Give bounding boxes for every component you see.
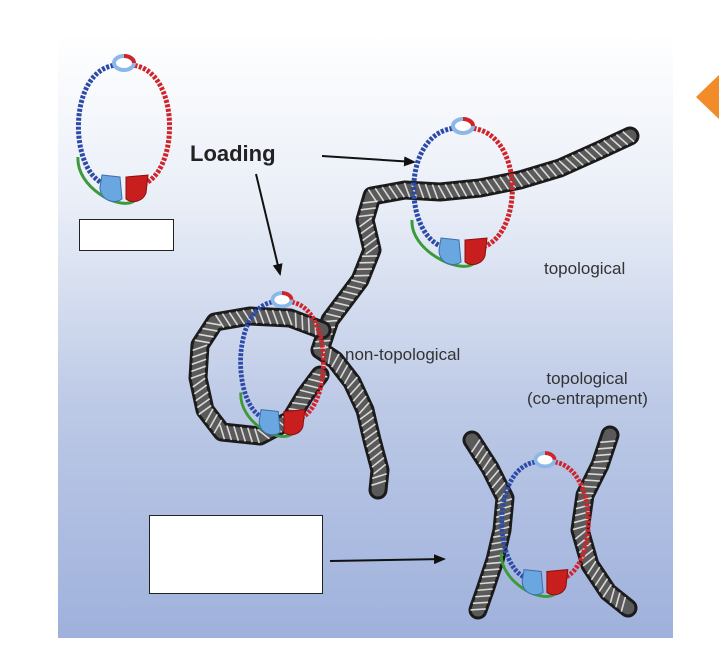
- topological-label: topological: [544, 259, 626, 278]
- arrow-icon: [255, 173, 283, 276]
- loading-label: Loading: [190, 141, 276, 166]
- coentrapment-label-line2: (co-entrapment): [527, 389, 648, 408]
- coentrapment-label-line1: topological: [546, 369, 628, 388]
- cohesin-ring-icon: [410, 117, 515, 268]
- dna-helix-icon: [570, 425, 638, 618]
- dna-helix-icon: [310, 126, 640, 500]
- arrow-icon: [321, 155, 416, 167]
- label-box-small: [79, 219, 174, 251]
- non-topological-label: non-topological: [345, 345, 461, 364]
- arrow-icon: [329, 554, 446, 565]
- cohesin-ring-icon: [499, 451, 591, 598]
- cohesin-ring-icon: [238, 291, 326, 438]
- orange-tab-marker: [696, 72, 719, 122]
- arrows: [255, 155, 446, 565]
- dna-helix-icon: [462, 430, 515, 620]
- cohesin-rings: [75, 54, 591, 598]
- cohesin-ring-icon: [75, 54, 173, 205]
- coentrapment-label: topological (co-entrapment): [527, 369, 648, 409]
- label-box-large: [149, 515, 323, 594]
